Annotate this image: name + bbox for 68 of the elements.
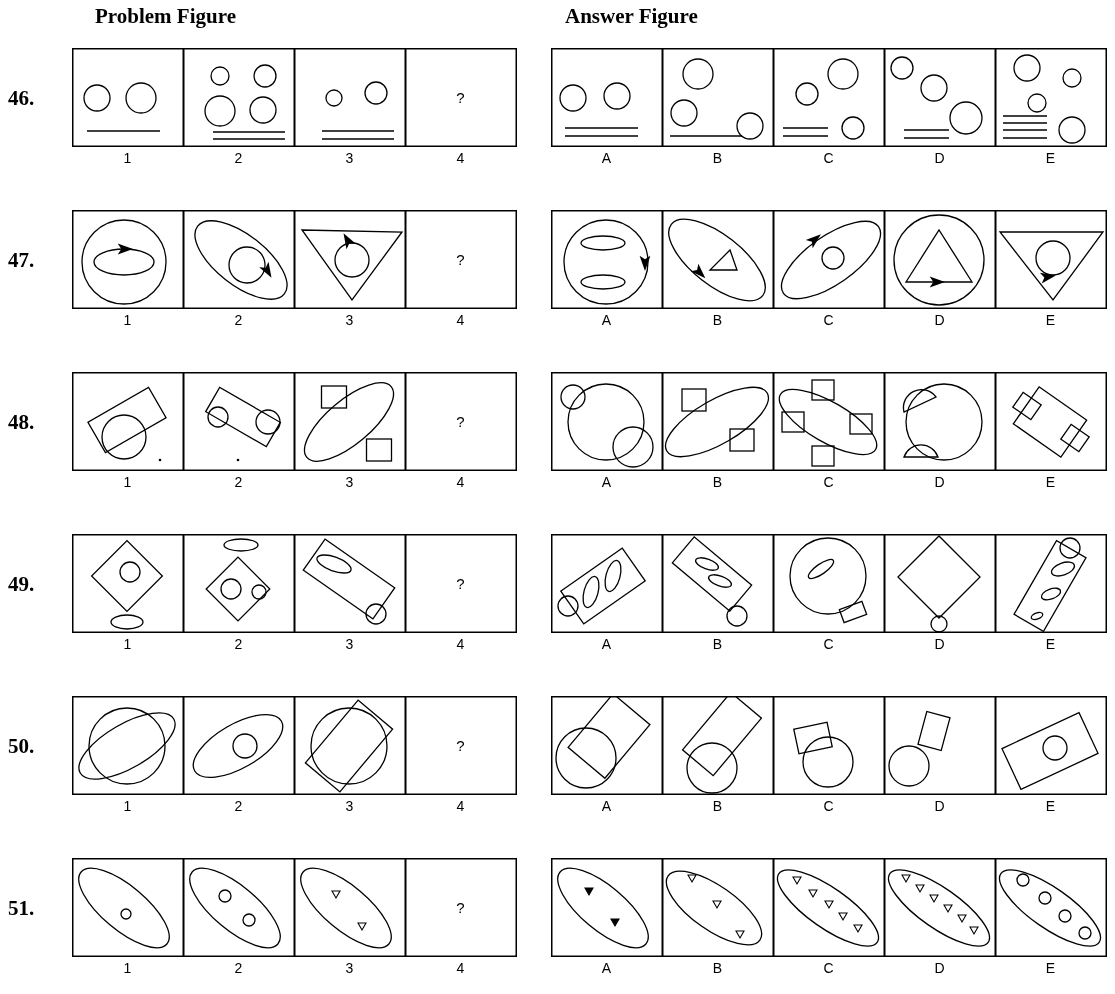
option-label: C [823, 636, 834, 652]
option-label: C [823, 798, 834, 814]
option-label: D [934, 798, 945, 814]
option-label: 1 [123, 960, 132, 976]
question-number: 48. [8, 410, 35, 435]
option-label: B [712, 474, 723, 490]
section-heading: Problem Figure [95, 4, 236, 29]
option-label: B [712, 312, 723, 328]
option-label: E [1045, 798, 1056, 814]
option-label: E [1045, 312, 1056, 328]
question-number: 49. [8, 572, 35, 597]
option-label: 4 [456, 150, 465, 166]
question-mark: ? [456, 736, 465, 754]
option-label: 3 [345, 312, 354, 328]
option-label: 4 [456, 798, 465, 814]
option-label: 4 [456, 312, 465, 328]
option-label: 2 [234, 798, 243, 814]
option-label: 2 [234, 474, 243, 490]
option-label: D [934, 636, 945, 652]
option-label: 1 [123, 798, 132, 814]
option-label: D [934, 150, 945, 166]
option-label: 4 [456, 960, 465, 976]
option-label: 3 [345, 960, 354, 976]
option-label: 3 [345, 798, 354, 814]
option-label: 1 [123, 474, 132, 490]
option-label: A [601, 636, 612, 652]
option-label: 3 [345, 636, 354, 652]
option-label: C [823, 960, 834, 976]
option-label: E [1045, 474, 1056, 490]
option-label: 2 [234, 636, 243, 652]
option-label: B [712, 636, 723, 652]
option-label: 4 [456, 474, 465, 490]
option-label: 2 [234, 150, 243, 166]
option-label: B [712, 150, 723, 166]
option-label: E [1045, 960, 1056, 976]
question-mark: ? [456, 250, 465, 268]
option-label: D [934, 312, 945, 328]
option-label: C [823, 150, 834, 166]
question-mark: ? [456, 574, 465, 592]
question-number: 50. [8, 734, 35, 759]
option-label: C [823, 312, 834, 328]
option-label: 4 [456, 636, 465, 652]
option-label: 3 [345, 150, 354, 166]
question-number: 46. [8, 86, 35, 111]
option-label: E [1045, 150, 1056, 166]
option-label: B [712, 798, 723, 814]
option-label: 3 [345, 474, 354, 490]
option-label: 1 [123, 636, 132, 652]
question-mark: ? [456, 898, 465, 916]
question-number: 47. [8, 248, 35, 273]
option-label: A [601, 150, 612, 166]
section-heading: Answer Figure [565, 4, 698, 29]
option-label: B [712, 960, 723, 976]
option-label: C [823, 474, 834, 490]
option-label: A [601, 960, 612, 976]
question-mark: ? [456, 88, 465, 106]
option-label: A [601, 312, 612, 328]
option-label: E [1045, 636, 1056, 652]
option-label: D [934, 474, 945, 490]
question-mark: ? [456, 412, 465, 430]
option-label: A [601, 474, 612, 490]
option-label: 2 [234, 312, 243, 328]
option-label: 1 [123, 150, 132, 166]
question-number: 51. [8, 896, 35, 921]
option-label: A [601, 798, 612, 814]
option-label: D [934, 960, 945, 976]
option-label: 1 [123, 312, 132, 328]
option-label: 2 [234, 960, 243, 976]
